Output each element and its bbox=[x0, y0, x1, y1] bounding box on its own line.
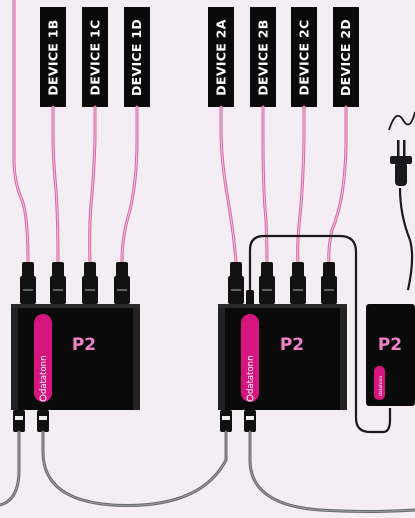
connector-1c bbox=[82, 262, 98, 304]
link-cable-unit1-to-unit2 bbox=[41, 430, 228, 507]
ac-power-cord bbox=[398, 187, 414, 291]
p2-power-adapter bbox=[366, 304, 415, 406]
accent-stripe bbox=[374, 366, 385, 400]
unit-2-model-label: P2 bbox=[280, 335, 304, 355]
datatonn-logo-icon bbox=[246, 394, 254, 402]
device-label-2b: DEVICE 2B bbox=[250, 7, 276, 107]
p2-unit-1 bbox=[11, 304, 140, 410]
connector-1b bbox=[50, 262, 66, 304]
ac-wave-icon bbox=[388, 111, 415, 131]
dc-power-cable bbox=[248, 234, 392, 434]
bottom-connector-2a bbox=[220, 410, 232, 432]
p2-unit-2 bbox=[218, 304, 347, 410]
signal-cable-2c bbox=[296, 105, 306, 264]
link-cable-left-edge bbox=[0, 430, 21, 507]
power-plug-icon bbox=[390, 140, 412, 186]
bottom-connector-1a bbox=[13, 410, 25, 432]
signal-cable-1a bbox=[12, 0, 30, 264]
device-label-2a: DEVICE 2A bbox=[208, 7, 234, 107]
device-label-1c: DEVICE 1C bbox=[82, 7, 108, 107]
device-label-2c: DEVICE 2C bbox=[291, 7, 317, 107]
connector-2c bbox=[290, 262, 306, 304]
brand-text-unit-1: datatonn bbox=[39, 356, 49, 394]
datatonn-logo-icon bbox=[39, 394, 47, 402]
connector-2b bbox=[259, 262, 275, 304]
brand-text-unit-3: datatonn bbox=[378, 375, 384, 396]
connector-1d bbox=[114, 262, 130, 304]
device-label-1b: DEVICE 1B bbox=[40, 7, 66, 107]
bottom-connector-1b bbox=[37, 410, 49, 432]
unit-1-model-label: P2 bbox=[72, 335, 96, 355]
connector-heads bbox=[20, 262, 337, 306]
unit-3-model-label: P2 bbox=[378, 335, 402, 355]
connector-2a bbox=[228, 262, 244, 304]
brand-text-unit-2: datatonn bbox=[246, 356, 256, 394]
connector-2d bbox=[321, 262, 337, 304]
accent-stripe bbox=[34, 314, 52, 402]
device-label-1d: DEVICE 1D bbox=[124, 7, 150, 107]
dc-connector bbox=[246, 290, 254, 306]
device-label-2d: DEVICE 2D bbox=[333, 7, 359, 107]
accent-stripe bbox=[241, 314, 259, 402]
bottom-connector-2b bbox=[244, 410, 256, 432]
connector-1a bbox=[20, 262, 36, 304]
